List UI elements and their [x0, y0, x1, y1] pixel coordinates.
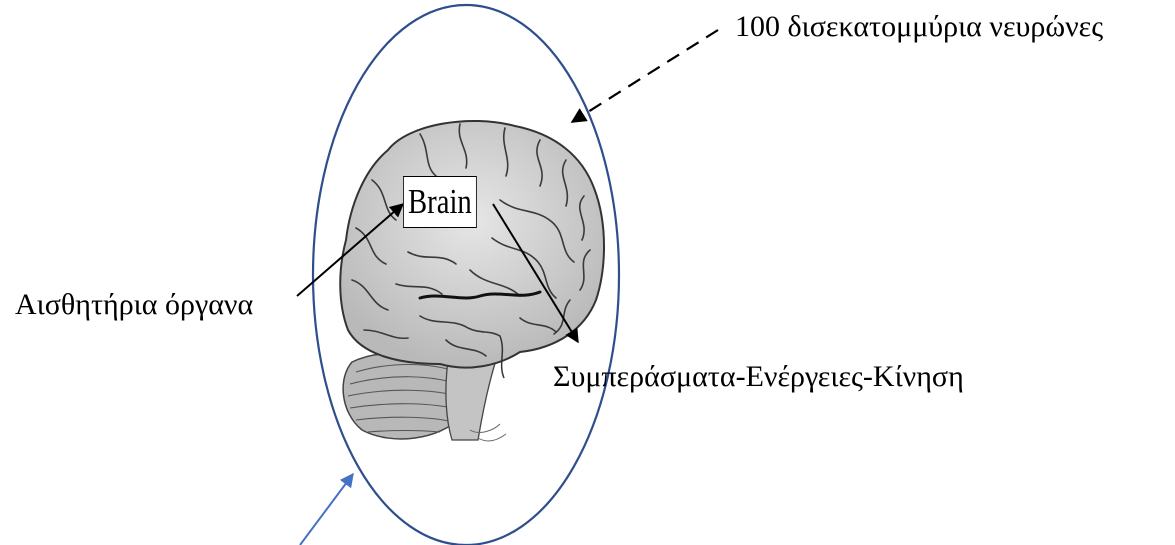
brain-label-box: Brain — [403, 176, 477, 228]
neurons-label: 100 δισεκατομμύρια νευρώνες — [735, 12, 1103, 42]
outputs-label: Συμπεράσματα-Ενέργειες-Κίνηση — [553, 362, 964, 392]
brain-label: Brain — [408, 182, 472, 222]
cerebrum — [340, 121, 604, 368]
ellipse-pointer-arrow — [300, 474, 353, 545]
sensory-organs-label: Αισθητήρια όργανα — [15, 290, 253, 320]
brain-stem — [446, 360, 496, 440]
neurons-dashed-arrow — [572, 30, 718, 122]
